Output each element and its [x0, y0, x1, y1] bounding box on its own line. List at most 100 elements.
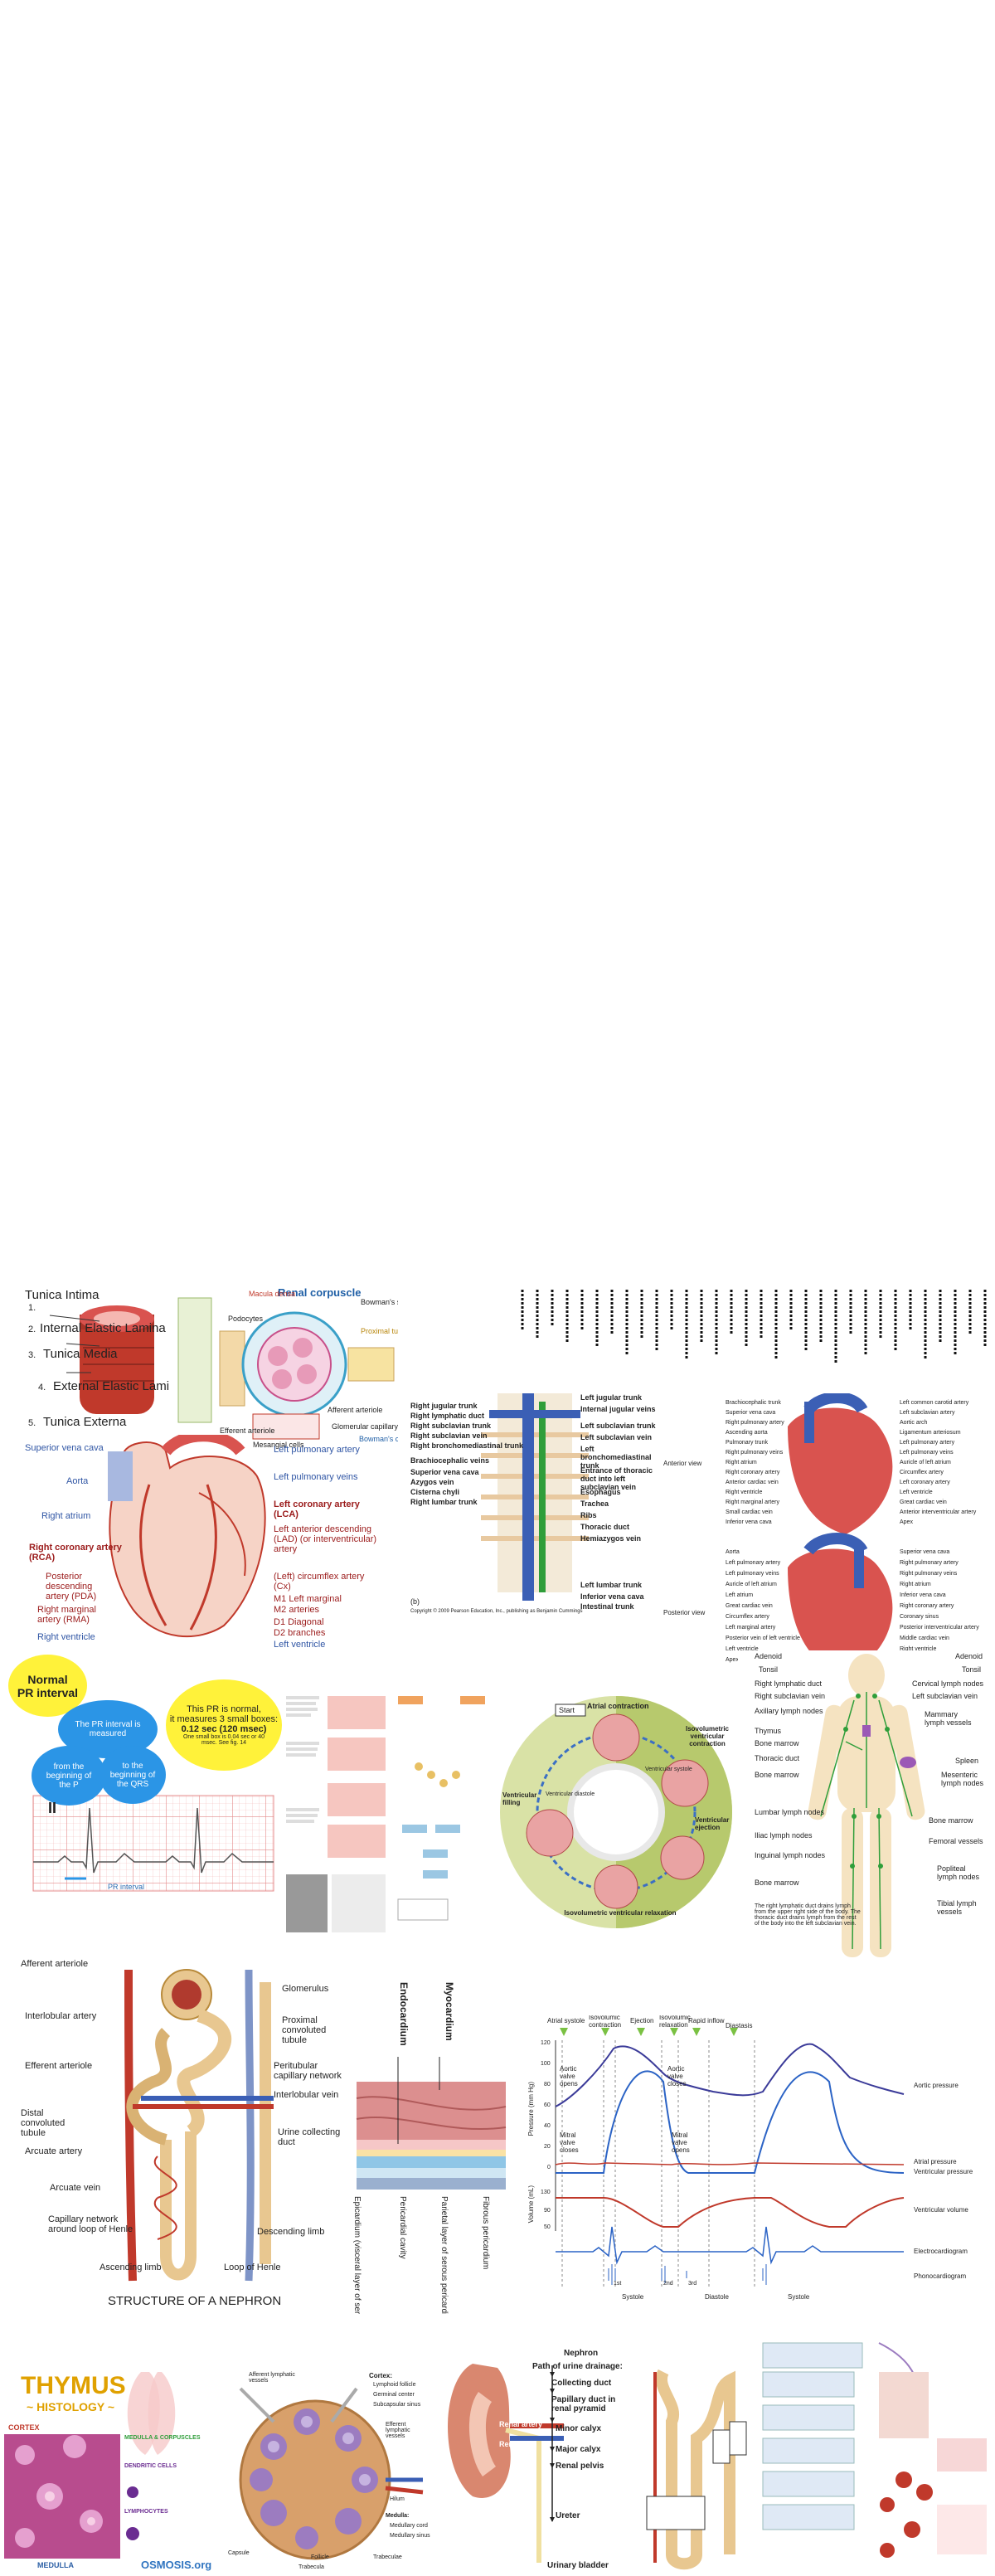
rotated-text-scribbles	[521, 1290, 987, 1364]
vessel-layer-3-num: 3.	[28, 1350, 36, 1360]
ecg-note-small: One small box is 0.04 sec or 40 msec. Se…	[182, 1734, 265, 1746]
nephron-right-4: Urine collecting duct	[278, 2127, 341, 2147]
wiggers-ylabel-pressure: Pressure (mm Hg)	[527, 2082, 535, 2136]
urine-papillary-duct: Papillary duct in renal pyramid	[551, 2395, 616, 2413]
ecg-note-line3: 0.12 sec (120 msec)	[181, 1724, 267, 1734]
wiggers-top-4: Rapid inflow	[688, 2017, 725, 2024]
coronary-label-lca: Left coronary artery (LCA)	[274, 1499, 360, 1519]
thymus-note-dendritic: DENDRITIC CELLS	[124, 2463, 177, 2469]
lymph-right-2: Cervical lymph nodes	[912, 1679, 984, 1688]
wiggers-ytick-v-1: 90	[544, 2208, 551, 2214]
lymph-node-capsule: Capsule	[228, 2550, 250, 2556]
coronary-label-svc: Superior vena cava	[25, 1443, 104, 1453]
thymus-medulla-label: MEDULLA	[37, 2561, 74, 2569]
ecg-bubble-to-qrs-text: to the beginning of the QRS	[109, 1761, 156, 1789]
renal-corpuscle-panel: Renal corpuscle Bowman's space Proximal …	[170, 1281, 398, 1456]
thoracic-right-7: Trachea	[580, 1499, 609, 1508]
wiggers-ytick-p-2: 80	[544, 2082, 551, 2088]
lymph-right-9: Popliteal lymph nodes	[937, 1864, 980, 1881]
wiggers-right-pcg: Phonocardiogram	[914, 2272, 967, 2280]
wiggers-bottom-diastole: Diastole	[705, 2293, 729, 2301]
cardiac-phase-ejection: Ventricular ejection	[695, 1816, 730, 1831]
nephron-title: STRUCTURE OF A NEPHRON	[108, 2294, 282, 2308]
nephron-right-1: Proximal convoluted tubule	[282, 2015, 327, 2045]
heart-ant-left-1: Superior vena cava	[726, 1410, 776, 1416]
wiggers-right-atrial-pressure: Atrial pressure	[914, 2158, 957, 2165]
renal-corpuscle-title: Renal corpuscle	[278, 1286, 362, 1299]
thoracic-right-8: Ribs	[580, 1511, 597, 1519]
lymph-right-6: Mesenteric lymph nodes	[941, 1771, 984, 1787]
heart-ant-right-2: Aortic arch	[900, 1420, 928, 1426]
thoracic-right-1: Internal jugular veins	[580, 1405, 656, 1413]
lymph-left-10: Iliac lymph nodes	[755, 1831, 813, 1840]
ecg-grid-strip	[32, 1795, 274, 1892]
heart-ant-right-8: Left coronary artery	[900, 1480, 950, 1485]
wiggers-ann-aortic-opens: Aortic valve opens	[560, 2065, 578, 2088]
thoracic-right-11: Left lumbar trunk	[580, 1581, 643, 1589]
heart-wall-pericardial-cavity: Pericardial cavity	[398, 2196, 407, 2259]
urine-bladder: Urinary bladder	[547, 2561, 609, 2570]
heart-ant-right-10: Great cardiac vein	[900, 1499, 947, 1505]
lymph-left-3: Right subclavian vein	[755, 1692, 826, 1700]
lymph-node-medullary-sinus: Medullary sinus	[390, 2533, 430, 2539]
lymph-right-10: Tibial lymph vessels	[937, 1899, 977, 1916]
thymus-histology-panel: THYMUS ~ HISTOLOGY ~ CORTEX MEDULLA MEDU…	[0, 2355, 224, 2576]
lymph-node-trabeculae: Trabeculae	[373, 2554, 402, 2560]
urine-path-title: Path of urine drainage:	[532, 2362, 623, 2371]
coronary-label-aorta: Aorta	[66, 1476, 89, 1486]
cardiac-cycle-panel: Start Atrial contraction Isovolumetric v…	[496, 1692, 736, 1932]
cardiac-phase-isovol-relaxation: Isovolumetric ventricular relaxation	[564, 1909, 677, 1917]
thoracic-right-12: Inferior vena cava	[580, 1592, 644, 1601]
lymph-node-germinal: Germinal center	[373, 2392, 415, 2398]
heart-post-left-3: Auricle of left atrium	[726, 1582, 777, 1587]
heart-ant-left-8: Anterior cardiac vein	[726, 1480, 779, 1485]
ecg-note-bubble: This PR is normal, it measures 3 small b…	[166, 1679, 282, 1771]
cardiac-cycle-wheel	[500, 1696, 732, 1928]
kidney-illustration	[448, 2364, 564, 2563]
coronary-arteries-panel: Superior vena cava Aorta Right atrium Ri…	[25, 1435, 390, 1650]
ecg-bubble-to-qrs: to the beginning of the QRS	[100, 1746, 166, 1804]
vessel-layer-5-num: 5.	[28, 1418, 36, 1428]
urine-nephron: Nephron	[564, 2349, 599, 2358]
wiggers-top-0: Atrial systole	[547, 2017, 585, 2024]
wiggers-ytick-p-0: 120	[541, 2040, 551, 2046]
nephron-illustration	[124, 1969, 274, 2282]
heart-ant-right-0: Left common carotid artery	[900, 1400, 969, 1406]
lymph-node-efferent: Efferent lymphatic vessels	[386, 2422, 410, 2439]
renal-label-macula-densa: Macula densa	[249, 1290, 296, 1298]
heart-ant-right-5: Left pulmonary veins	[900, 1450, 954, 1456]
vessel-layer-2-num: 2.	[28, 1324, 36, 1334]
thoracic-right-3: Left subclavian vein	[580, 1433, 653, 1441]
urine-major-calyx: Major calyx	[556, 2445, 601, 2454]
wiggers-diagram-panel: Atrial systole Isovolumic contraction Ej…	[522, 2015, 995, 2306]
thoracic-right-10: Hemiazygos vein	[580, 1534, 642, 1543]
heart-ant-right-12: Apex	[900, 1519, 913, 1525]
thymus-title: THYMUS	[21, 2372, 126, 2399]
nephron-left-7: Ascending limb	[100, 2263, 162, 2272]
thymus-subtitle: ~ HISTOLOGY ~	[27, 2400, 115, 2413]
thymus-cortex-label: CORTEX	[8, 2423, 40, 2432]
lymphatic-body-illustration	[808, 1654, 925, 1957]
renal-label-bowmans-capsule: Bowman's capsule	[359, 1435, 398, 1443]
heart-post-left-1: Left pulmonary artery	[726, 1560, 781, 1566]
wiggers-ytick-p-1: 100	[541, 2061, 551, 2067]
coronary-label-d2: D2 branches	[274, 1628, 326, 1638]
heart-post-left-10: Apex	[726, 1657, 739, 1663]
heart-ant-right-6: Auricle of left atrium	[900, 1460, 951, 1465]
heart-ant-left-7: Right coronary artery	[726, 1470, 780, 1475]
vessel-layer-5-name: Tunica Externa	[43, 1415, 127, 1429]
ecg-title-line2: PR interval	[17, 1685, 79, 1699]
cardiac-phase-filling: Ventricular filling	[502, 1791, 537, 1806]
thoracic-duct-panel: Right jugular trunk Right lymphatic duct…	[406, 1385, 663, 1617]
nephron-left-4: Arcuate artery	[25, 2146, 83, 2156]
coronary-label-right-atrium: Right atrium	[41, 1511, 91, 1521]
heart-post-right-6: Coronary sinus	[900, 1614, 939, 1620]
lymph-node-follicle: Lymphoid follicle	[373, 2382, 416, 2388]
ecg-pr-label: PR interval	[108, 1883, 145, 1891]
heart-post-left-8: Posterior vein of left ventricle	[726, 1636, 800, 1641]
lymph-left-12: Bone marrow	[755, 1879, 799, 1887]
coronary-label-cx: (Left) circumflex artery (Cx)	[274, 1572, 365, 1592]
coronary-label-left-pulm-veins: Left pulmonary veins	[274, 1472, 358, 1482]
coronary-label-pda: Posterior descending artery (PDA)	[46, 1572, 97, 1601]
thoracic-right-0: Left jugular trunk	[580, 1393, 642, 1402]
